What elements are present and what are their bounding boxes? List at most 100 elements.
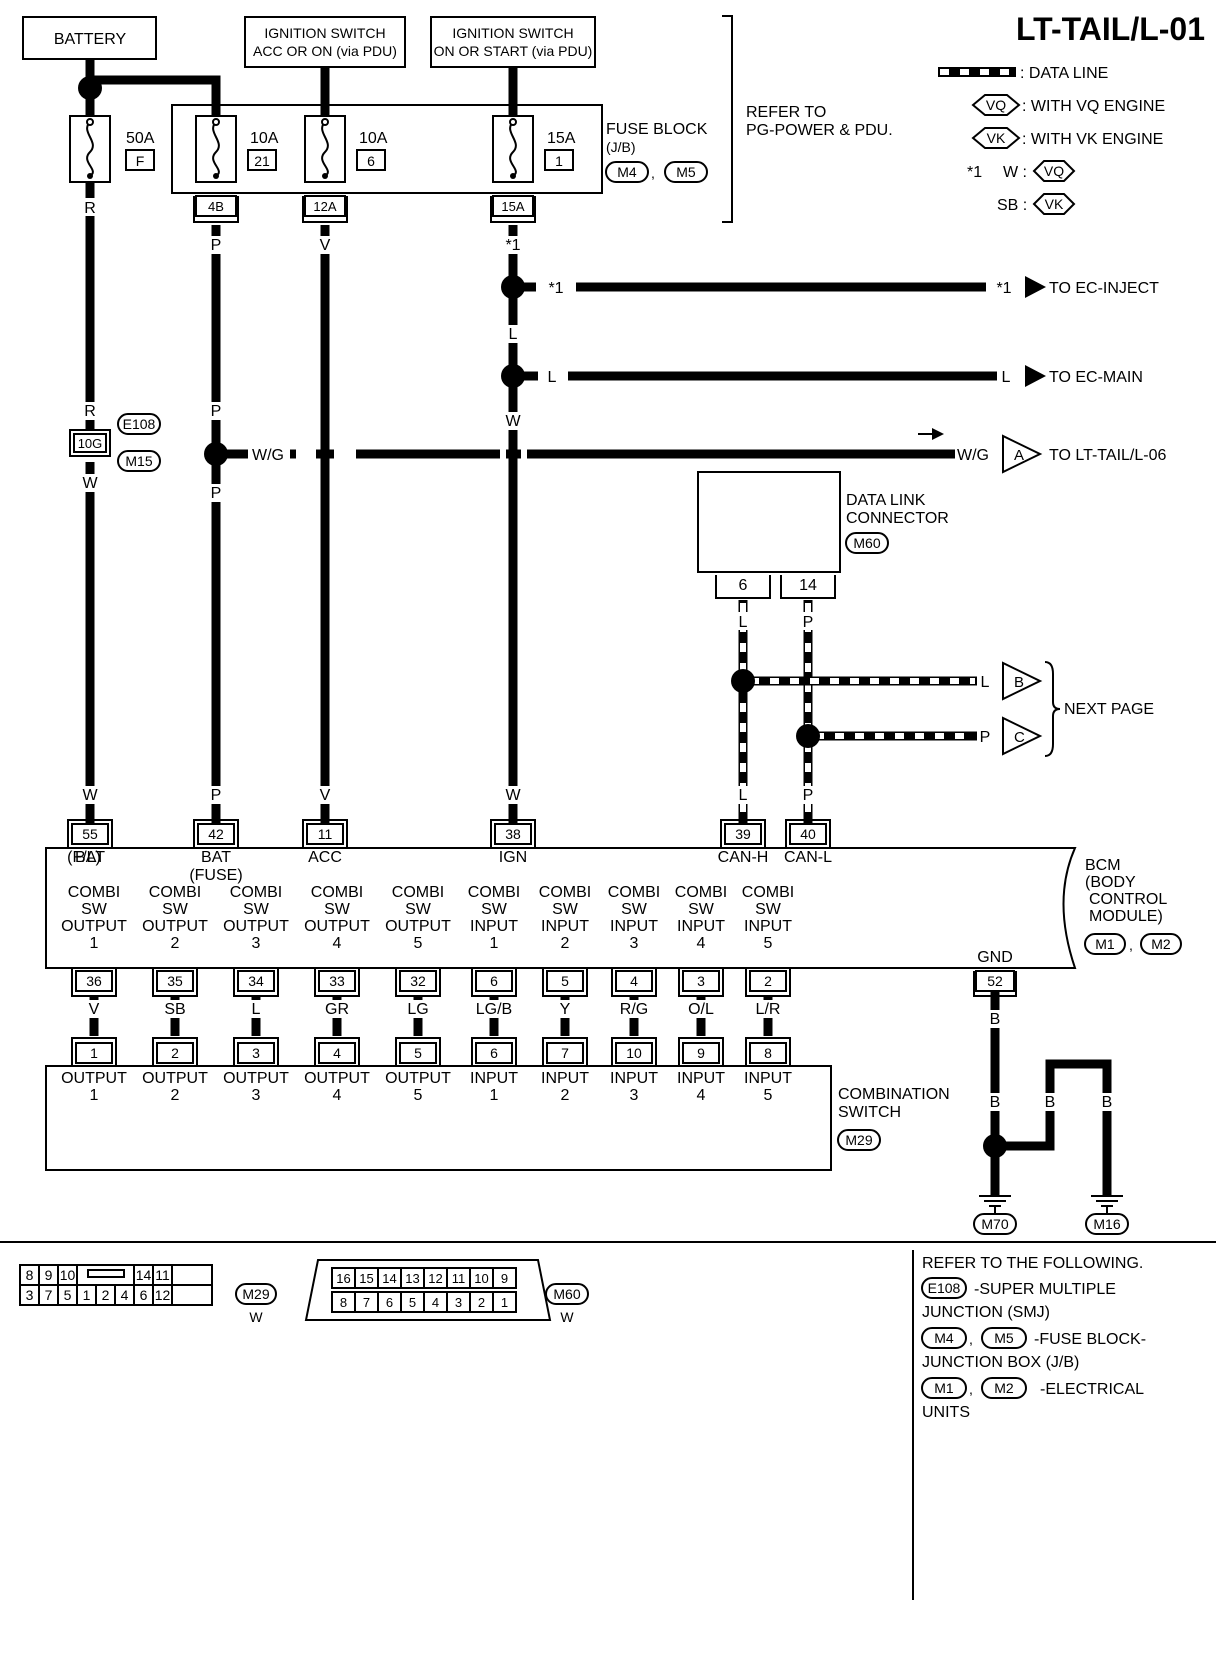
bcm-func-line1: COMBI [230, 884, 282, 901]
combo-func-line2: 1 [490, 1087, 499, 1104]
wire-label-p-bat: P [211, 787, 222, 804]
wire-label-l-can: L [739, 787, 748, 804]
m29-pin: 10 [60, 1267, 76, 1283]
combo-pin: 6 [490, 1045, 498, 1061]
label-bg-can-h-top [734, 612, 752, 630]
note-mark: *1 [967, 164, 982, 181]
refer-e108-text-1: -SUPER MULTIPLE [974, 1281, 1116, 1298]
bcm-function-labels: COMBISWOUTPUT1COMBISWOUTPUT2COMBISWOUTPU… [61, 884, 794, 952]
splice-can-l [796, 724, 820, 748]
m29-id-shape [235, 1283, 277, 1305]
label-bg-w-ign-top [503, 412, 523, 430]
m60-pin: 6 [386, 1295, 393, 1310]
m29-id: M29 [242, 1286, 269, 1302]
bcm-top-pin: 39 [735, 826, 751, 842]
wire-crossing-gaps [296, 446, 527, 462]
m60-id: M60 [553, 1286, 580, 1302]
combi-wire-label-bg [679, 1000, 723, 1018]
bcm-top-pin: 40 [800, 826, 816, 842]
combo-pin: 2 [171, 1045, 179, 1061]
bcm-bottom-pin-box [399, 970, 437, 992]
fuse-1-element [509, 121, 517, 177]
m29-pin: 5 [64, 1287, 72, 1303]
fuse-50a: 50A F [69, 115, 155, 183]
fuse-50a-element [86, 121, 94, 177]
bcm-func-line2: SW [621, 901, 648, 918]
bcm-func-line4: 2 [171, 935, 180, 952]
dest-ec-main: TO EC-MAIN [1049, 369, 1143, 386]
combo-func-line2: 5 [764, 1087, 773, 1104]
fuse-50a-body [69, 115, 111, 183]
wire-label-l-right: L [1002, 369, 1011, 386]
m29-pin: 2 [102, 1287, 110, 1303]
connector-b-flag [1002, 661, 1043, 701]
bcm-bottom-pin: 34 [248, 973, 264, 989]
bcm-func-line1: COMBI [608, 884, 660, 901]
bcm-func-line2: SW [243, 901, 270, 918]
splice-battery [78, 76, 102, 100]
battery-label: BATTERY [54, 31, 127, 48]
bcm-name-4: MODULE) [1089, 908, 1163, 925]
bcm-func-line2: SW [324, 901, 351, 918]
connector-c-flag [1002, 716, 1043, 756]
refer-m4-comma: , [969, 1331, 973, 1347]
combo-func-line2: 1 [90, 1087, 99, 1104]
bcm-name-1: BCM [1085, 857, 1121, 874]
splice-ec-main [501, 364, 525, 388]
bcm-func-line4: 2 [561, 935, 570, 952]
combi-wire-label: L [252, 1001, 261, 1018]
bcm-bottom-pin: 36 [86, 973, 102, 989]
fuse-block-m5-shape [664, 161, 708, 183]
combo-pin: 10 [626, 1045, 642, 1061]
combo-func-line1: OUTPUT [223, 1070, 289, 1087]
bcm-name-2: (BODY [1085, 874, 1136, 891]
fuse-block-comma: , [651, 165, 655, 181]
bcm-func-line4: 1 [490, 935, 499, 952]
data-link-connector: DATA LINK CONNECTOR M60 6 14 L P [697, 471, 949, 631]
combo-func-line1: INPUT [541, 1070, 589, 1087]
combo-pin-bracket [152, 1037, 198, 1066]
m15-shape [117, 450, 161, 472]
junction-term: 10G [78, 436, 103, 451]
battery: BATTERY [22, 16, 157, 60]
bcm-top-pin-box [789, 823, 827, 845]
m29-pin: 3 [26, 1287, 34, 1303]
combo-name-1: COMBINATION [838, 1086, 950, 1103]
ignition-on-line1: IGNITION SWITCH [452, 25, 573, 41]
gnd-pin: 52 [987, 973, 1003, 989]
note-vk-shape [1032, 193, 1076, 215]
label-bg-star-right [986, 278, 1016, 296]
m60-pin: 11 [452, 1271, 466, 1286]
m29-pin: 1 [83, 1287, 91, 1303]
m60-pin: 16 [336, 1271, 350, 1286]
note-w: W : [1003, 164, 1027, 181]
diagram-title: LT-TAIL/L-01 [1016, 11, 1205, 47]
term-15a: 15A [501, 199, 524, 214]
combo-pin-bracket [395, 1037, 441, 1066]
wire-label-p-can: P [803, 787, 814, 804]
label-bg-can-l-top [799, 612, 817, 630]
bcm-top-pin: 42 [208, 826, 224, 842]
bcm-func-line1: COMBI [149, 884, 201, 901]
ground-m70-shape [973, 1213, 1017, 1235]
refer-notes: REFER TO THE FOLLOWING. E108 -SUPER MULT… [921, 1255, 1146, 1421]
combi-wire-label-bg [612, 1000, 656, 1018]
bcm-func-line2: SW [755, 901, 782, 918]
combo-func-line1: INPUT [470, 1070, 518, 1087]
m15-label: M15 [125, 453, 152, 469]
bcm-func-line1: COMBI [539, 884, 591, 901]
next-page-flags: L B P C NEXT PAGE [977, 661, 1154, 757]
wire-label-wg-left: W/G [252, 447, 284, 464]
combo-pin-box [749, 1042, 787, 1064]
label-bg-w-mid [80, 474, 100, 492]
refer-heading: REFER TO THE FOLLOWING. [922, 1255, 1143, 1272]
legend: : DATA LINE VQ : WITH VQ ENGINE VK : WIT… [938, 65, 1165, 215]
label-bg-b-mid [986, 1093, 1004, 1111]
splice-ec-inject [501, 275, 525, 299]
refer-unit-text-2: UNITS [922, 1404, 970, 1421]
ground-m70: M70 [981, 1216, 1008, 1232]
fuse-block-m4: M4 [617, 164, 637, 180]
m29-pin: 14 [136, 1267, 152, 1283]
combi-wire-label: SB [164, 1001, 185, 1018]
